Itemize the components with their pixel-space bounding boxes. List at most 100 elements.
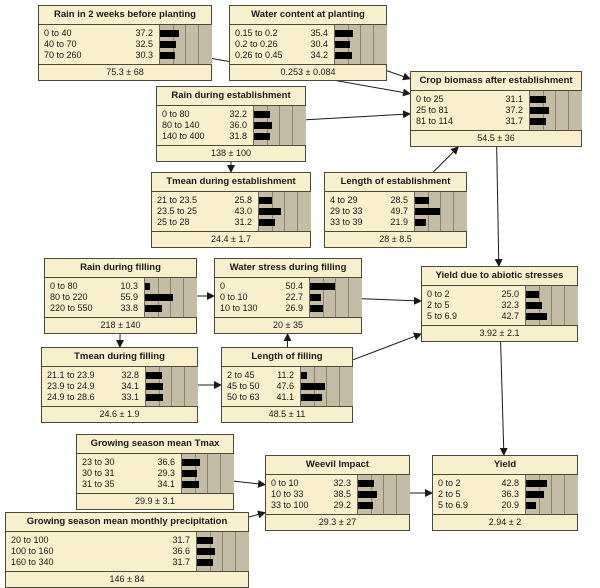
state-row[interactable]: 2 to 45 11.2: [222, 370, 352, 381]
state-bar: [358, 491, 378, 498]
bar-gridline: [347, 278, 349, 317]
state-bar: [301, 383, 325, 390]
state-bar: [259, 197, 272, 204]
state-label: 4 to 29: [330, 195, 358, 205]
state-label: 0 to 10: [220, 292, 248, 302]
node-growing-season-mean-monthly-precipitation[interactable]: Growing season mean monthly precipitatio…: [5, 512, 249, 588]
bar-gridline: [563, 286, 565, 325]
node-mean: 218 ± 140: [100, 320, 141, 330]
state-percent: 34.1: [121, 381, 139, 391]
node-mean: 24.6 ± 1.9: [99, 409, 140, 419]
state-bar: [335, 52, 353, 59]
state-bar: [146, 372, 163, 379]
node-crop-biomass-after-establishment[interactable]: Crop biomass after establishment 0 to 25…: [410, 71, 582, 147]
bar-gridline: [551, 286, 552, 325]
node-title: Rain during establishment: [157, 87, 305, 106]
state-bar: [530, 96, 546, 103]
state-bar: [415, 208, 440, 215]
state-label: 220 to 550: [50, 303, 93, 313]
state-percent: 42.8: [501, 478, 519, 488]
state-row[interactable]: 0 to 10 22.7: [215, 292, 361, 303]
state-label: 23 to 30: [82, 457, 115, 467]
state-bar: [358, 480, 375, 487]
bar-gridline: [372, 25, 374, 64]
node-title: Length of establishment: [325, 173, 466, 192]
state-percent: 22.7: [285, 292, 303, 302]
node-mean: 54.5 ± 36: [477, 133, 515, 143]
state-label: 81 to 114: [416, 116, 453, 126]
edge-precip-to-weevil: [248, 510, 266, 519]
state-bar: [526, 502, 537, 509]
state-percent: 11.2: [277, 370, 294, 380]
bar-gridline: [383, 475, 384, 514]
state-percent: 34.2: [310, 50, 328, 60]
state-percent: 55.9: [120, 292, 138, 302]
state-percent: 50.4: [285, 281, 303, 291]
state-label: 2 to 45: [227, 370, 255, 380]
state-percent: 30.3: [135, 50, 153, 60]
node-title: Yield: [433, 456, 577, 475]
state-label: 5 to 6.9: [438, 500, 469, 510]
